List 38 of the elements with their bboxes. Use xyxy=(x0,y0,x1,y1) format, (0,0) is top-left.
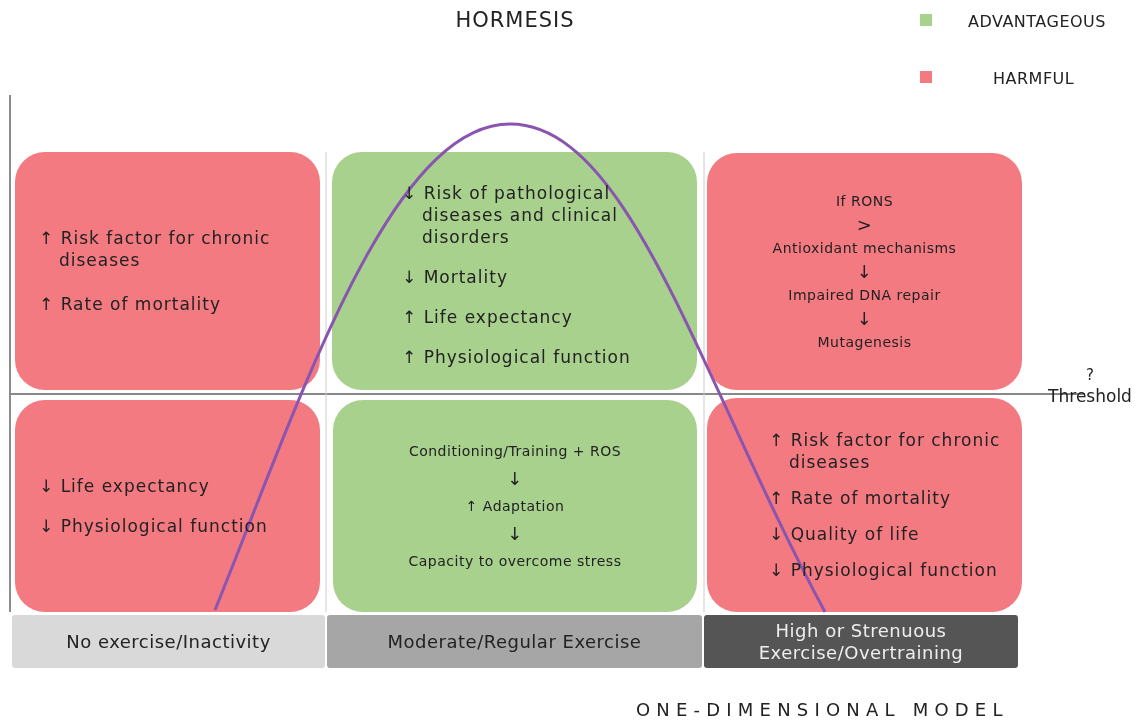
harmful-box xyxy=(707,398,1022,612)
effect-text: ↑ Risk factor for chronic diseases xyxy=(39,227,272,271)
category-bar: No exercise/Inactivity xyxy=(12,615,325,668)
effect-text: ↓ Life expectancy xyxy=(39,475,210,497)
category-bar: Moderate/Regular Exercise xyxy=(327,615,702,668)
effect-text: Impaired DNA repair xyxy=(788,285,941,305)
effect-text: ↓ Physiological function xyxy=(39,515,268,537)
effect-text: Conditioning/Training + ROS xyxy=(408,441,622,461)
effect-text: ↑ Life expectancy xyxy=(402,306,573,328)
harmful-box xyxy=(707,153,1022,390)
legend-label: HARMFUL xyxy=(993,69,1075,88)
flow-arrow: ↓ xyxy=(507,470,523,487)
threshold-label: Threshold xyxy=(1047,386,1133,406)
effect-text: ↑ Risk factor for chronic diseases xyxy=(769,429,1002,473)
flow-arrow: > xyxy=(856,216,873,233)
effect-text: If RONS xyxy=(835,191,894,211)
advantageous-box xyxy=(333,400,697,612)
effect-text: ↑ Physiological function xyxy=(402,346,631,368)
flow-arrow: ↓ xyxy=(856,263,873,280)
effect-text: ↑ Rate of mortality xyxy=(39,293,222,315)
effect-text: ↓ Mortality xyxy=(402,266,508,288)
question-mark: ? xyxy=(1085,366,1095,384)
effect-text: ↓ Quality of life xyxy=(769,523,920,545)
legend-label: ADVANTAGEOUS xyxy=(968,12,1106,31)
caption: ONE-DIMENSIONAL MODEL xyxy=(636,699,1009,720)
advantageous-box xyxy=(332,152,697,390)
effect-text: Mutagenesis xyxy=(817,332,912,352)
effect-text: ↓ Physiological function xyxy=(769,559,998,581)
title: HORMESIS xyxy=(454,8,576,32)
flow-arrow: ↓ xyxy=(507,525,523,542)
harmful-box xyxy=(15,400,320,612)
effect-text: ↑ Adaptation xyxy=(465,496,565,516)
effect-text: ↑ Rate of mortality xyxy=(769,487,952,509)
flow-arrow: ↓ xyxy=(856,310,873,327)
effect-text: Capacity to overcome stress xyxy=(408,551,622,571)
effect-text: Antioxidant mechanisms xyxy=(772,238,957,258)
harmful-box xyxy=(15,152,320,390)
category-bar: High or Strenuous Exercise/Overtraining xyxy=(704,615,1018,668)
